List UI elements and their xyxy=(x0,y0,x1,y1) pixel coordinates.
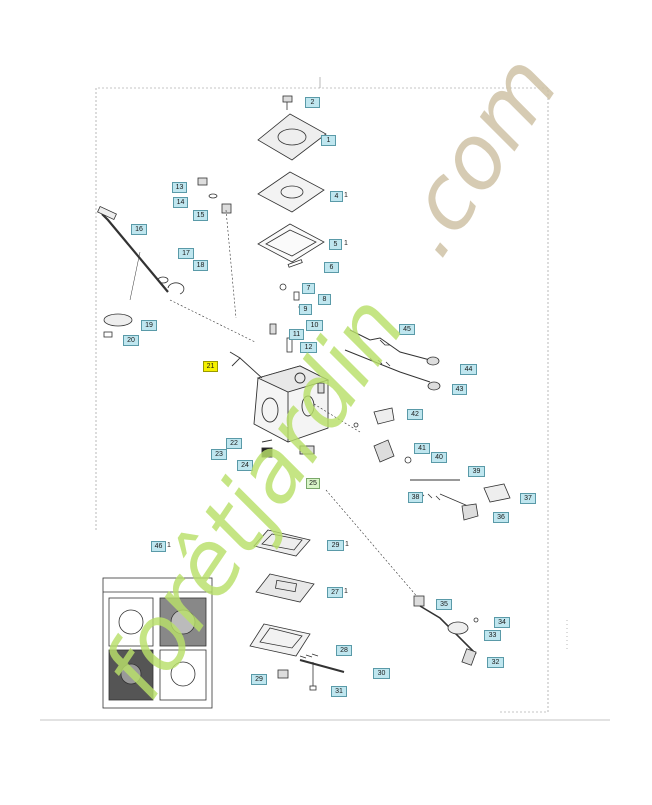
quantity: 1 xyxy=(344,588,348,595)
callout-16[interactable]: 16 xyxy=(131,224,147,235)
callout-37[interactable]: 37 xyxy=(520,493,536,504)
callout-23[interactable]: 23 xyxy=(211,449,227,460)
callout-12[interactable]: 12 xyxy=(300,342,317,353)
callout-43[interactable]: 43 xyxy=(452,384,467,395)
gasket-stack xyxy=(257,95,327,353)
callout-45[interactable]: 45 xyxy=(399,324,415,335)
callout-36[interactable]: 36 xyxy=(493,512,509,523)
callout-35[interactable]: 35 xyxy=(436,599,452,610)
callout-11[interactable]: 11 xyxy=(289,329,304,340)
callout-4[interactable]: 4 xyxy=(330,191,343,202)
pump-assembly xyxy=(249,529,345,691)
quantity: 1 xyxy=(344,192,348,199)
callout-15[interactable]: 15 xyxy=(193,210,208,221)
callout-46[interactable]: 46 xyxy=(151,541,166,552)
callout-25[interactable]: 25 xyxy=(306,478,320,489)
callout-44[interactable]: 44 xyxy=(460,364,477,375)
adjusting-screws xyxy=(313,329,511,521)
callout-5[interactable]: 5 xyxy=(329,239,342,250)
callout-31[interactable]: 31 xyxy=(331,686,347,697)
callout-39[interactable]: 39 xyxy=(468,466,485,477)
callout-18[interactable]: 18 xyxy=(193,260,208,271)
callout-14[interactable]: 14 xyxy=(173,197,188,208)
callout-30[interactable]: 30 xyxy=(373,668,390,679)
callout-9[interactable]: 9 xyxy=(299,304,312,315)
callout-13[interactable]: 13 xyxy=(172,182,187,193)
callout-17[interactable]: 17 xyxy=(178,248,194,259)
callout-32[interactable]: 32 xyxy=(487,657,504,668)
callout-10[interactable]: 10 xyxy=(306,320,323,331)
callout-38[interactable]: 38 xyxy=(408,492,423,503)
callout-21[interactable]: 21 xyxy=(203,361,218,372)
quantity: 1 xyxy=(345,541,349,548)
callout-6[interactable]: 6 xyxy=(324,262,339,273)
quantity: 1 xyxy=(167,542,171,549)
callout-42[interactable]: 42 xyxy=(407,409,423,420)
callout-33[interactable]: 33 xyxy=(484,630,501,641)
carburetor-body xyxy=(229,351,330,458)
callout-1[interactable]: 1 xyxy=(321,135,336,146)
callout-20[interactable]: 20 xyxy=(123,335,139,346)
callout-28[interactable]: 28 xyxy=(336,645,352,656)
callout-29[interactable]: 29 xyxy=(327,540,344,551)
callout-2[interactable]: 2 xyxy=(305,97,320,108)
repair-kit-inset xyxy=(102,577,213,709)
diagram-frame xyxy=(40,77,610,721)
callout-8[interactable]: 8 xyxy=(318,294,331,305)
callout-7[interactable]: 7 xyxy=(302,283,315,294)
callout-34[interactable]: 34 xyxy=(494,617,510,628)
callout-41[interactable]: 41 xyxy=(414,443,430,454)
callout-22[interactable]: 22 xyxy=(226,438,242,449)
callout-27[interactable]: 27 xyxy=(327,587,343,598)
quantity: 1 xyxy=(344,240,348,247)
callout-24[interactable]: 24 xyxy=(237,460,253,471)
choke-lever xyxy=(325,489,479,666)
throttle-linkage xyxy=(97,177,256,343)
callout-19[interactable]: 19 xyxy=(141,320,157,331)
callout-40[interactable]: 40 xyxy=(431,452,447,463)
callout-29b[interactable]: 29 xyxy=(251,674,267,685)
